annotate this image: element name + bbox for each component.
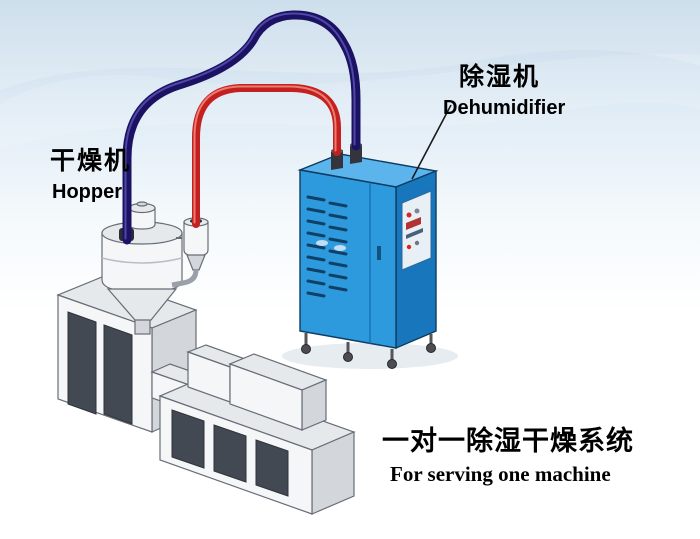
dehumidifier-leader-line: [411, 104, 452, 180]
hopper-band: [101, 257, 183, 264]
blue-hose-highlight: [124, 12, 356, 240]
base-panel: [213, 424, 247, 483]
casters: [301, 333, 436, 369]
base-panel: [171, 409, 205, 469]
panel-button: [414, 240, 420, 246]
system-caption-cn: 一对一除湿干燥系统: [382, 426, 634, 456]
front-louver: [334, 245, 346, 251]
air-hoses: [122, 10, 361, 245]
gearbox-panel: [67, 311, 97, 415]
dehumidifier-label-cn: 除湿机: [459, 63, 541, 91]
hopper-cap-knob: [136, 201, 148, 207]
indicator-light: [414, 208, 420, 214]
red-hose-fitting: [331, 150, 343, 170]
dehumidifier-label-en: Dehumidifier: [443, 97, 566, 119]
cabinet-door-handle: [377, 246, 381, 260]
caster-wheel: [343, 352, 353, 362]
caster-wheel: [387, 359, 397, 369]
dryer-label-en: Hopper: [52, 181, 122, 203]
gearbox-panel: [103, 324, 133, 425]
cabinet-vent-grid: [306, 195, 348, 298]
control-panel: [401, 190, 432, 271]
front-louver: [316, 240, 328, 246]
die-head-front: [229, 363, 303, 431]
extruder-machine: [56, 276, 356, 515]
red-hose-highlight: [193, 85, 337, 224]
dehumidifier-cabinet: [282, 142, 458, 369]
filter-blower-cone: [186, 254, 206, 271]
base-panel: [255, 439, 289, 497]
caster-wheel: [426, 343, 436, 353]
cabinet-front-face: [299, 169, 397, 349]
cabinet-shadow: [282, 343, 458, 369]
panel-button: [406, 244, 412, 250]
hopper-cone: [106, 288, 178, 321]
system-caption-en: For serving one machine: [390, 462, 611, 486]
background-waves: [0, 0, 700, 150]
filter-return-tube: [171, 269, 199, 288]
indicator-light-red: [406, 212, 412, 218]
panel-slot: [406, 228, 423, 239]
caster-wheel: [301, 344, 311, 354]
panel-display: [406, 217, 421, 230]
hopper-dryer-unit: [101, 201, 209, 335]
dryer-label-cn: 干燥机: [50, 147, 132, 175]
